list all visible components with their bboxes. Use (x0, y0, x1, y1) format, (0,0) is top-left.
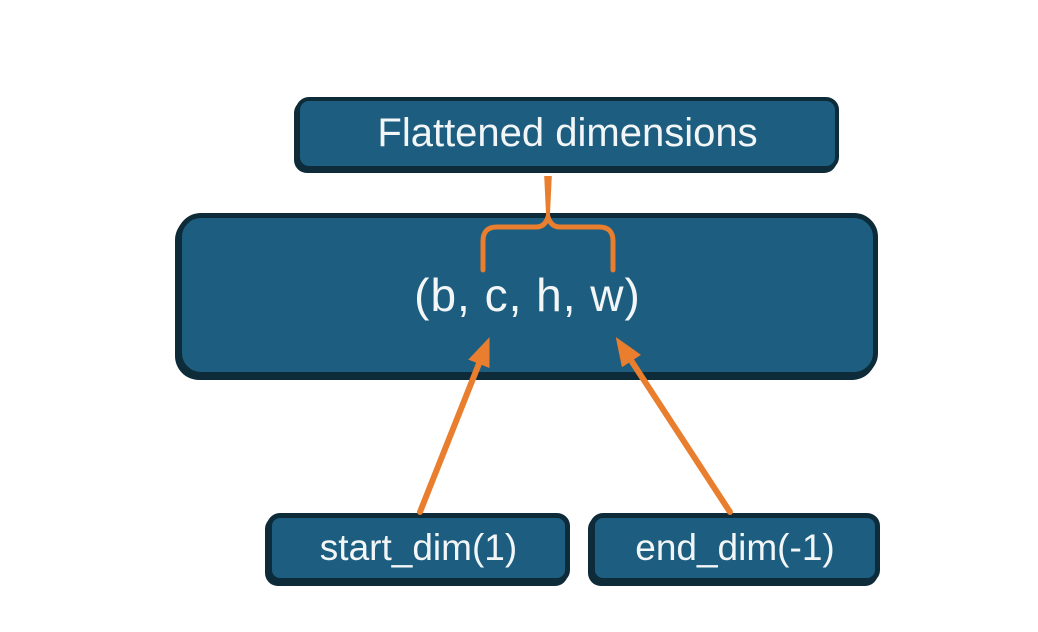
start-dim-node: start_dim(1) (267, 513, 570, 583)
flattened-dimensions-label: Flattened dimensions (377, 111, 758, 155)
tensor-shape-node: (b, c, h, w) (177, 213, 878, 377)
tensor-shape-label: (b, c, h, w) (414, 269, 641, 321)
start-dim-label: start_dim(1) (319, 527, 518, 568)
flattened-dimensions-node: Flattened dimensions (296, 97, 839, 170)
end-dim-label: end_dim(-1) (635, 527, 835, 568)
end-dim-node: end_dim(-1) (590, 513, 880, 583)
